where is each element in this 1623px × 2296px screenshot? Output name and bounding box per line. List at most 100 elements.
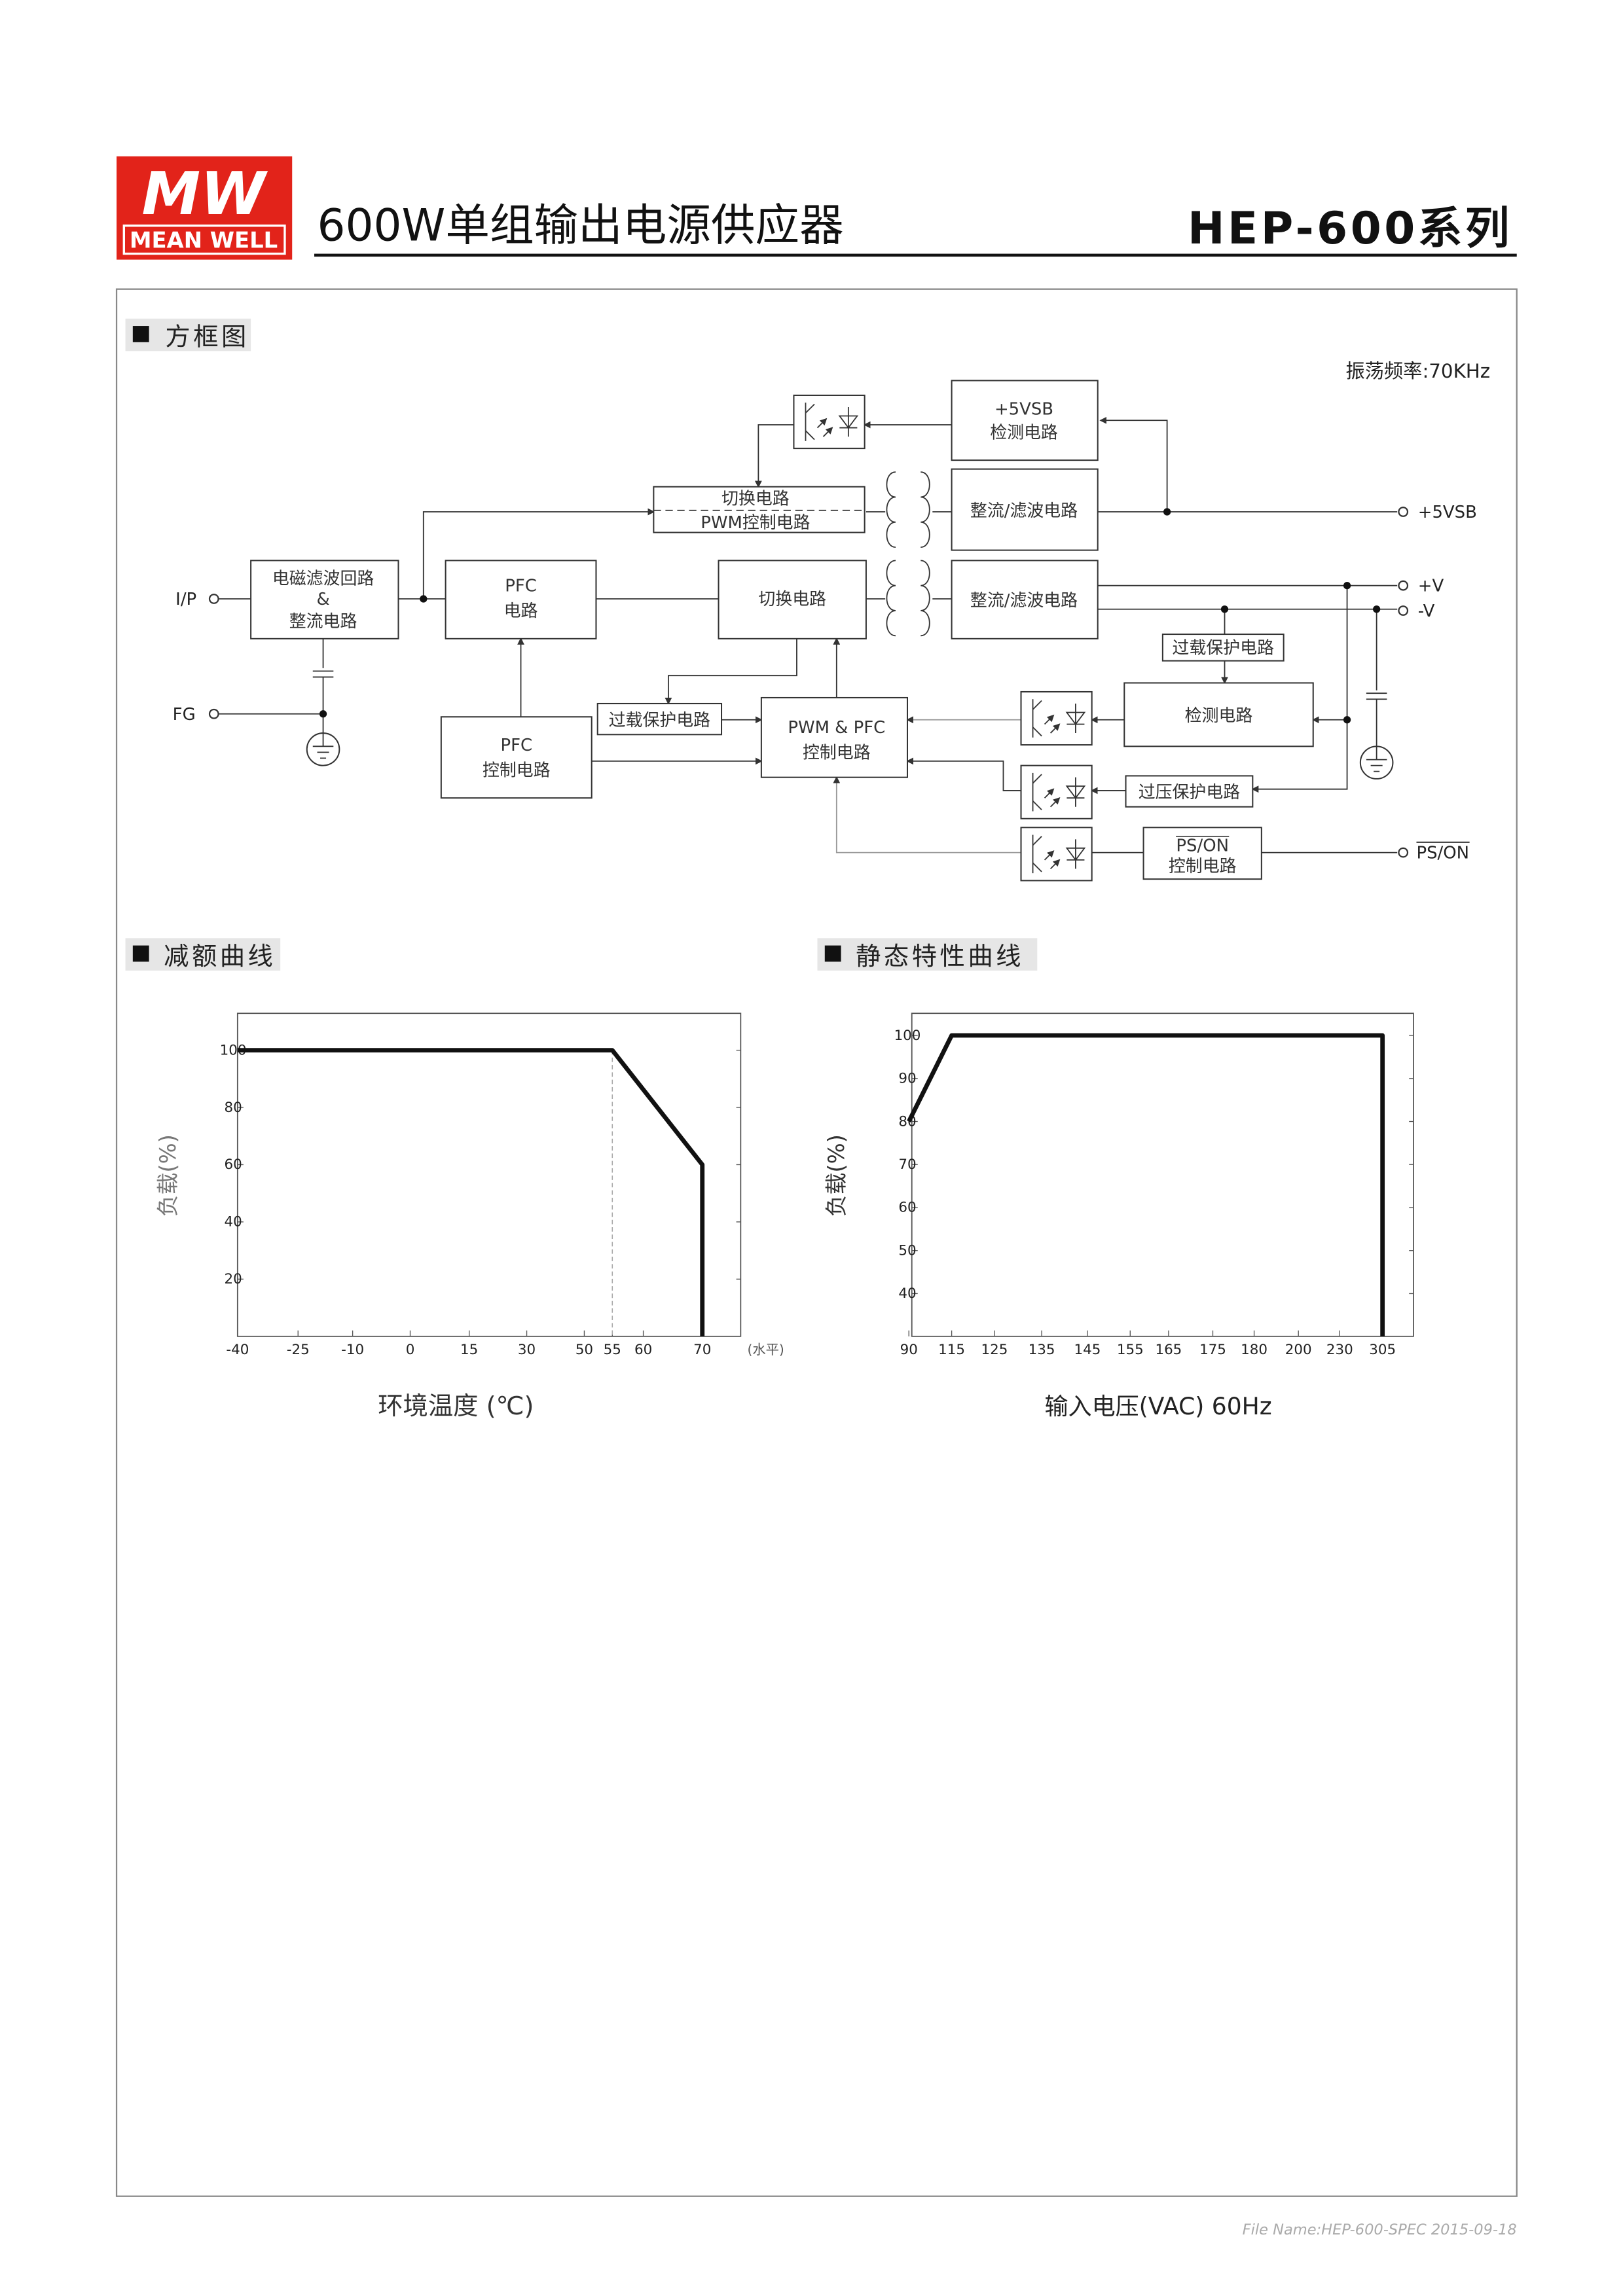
block-switch-pwm-standby: 切换电路 PWM控制电路 — [653, 486, 866, 533]
output-5vsb-label: +5VSB — [1418, 503, 1477, 522]
derating-ylabel: 负载(%) — [155, 1134, 181, 1217]
input-fg-label: FG — [173, 705, 196, 725]
svg-text:控制电路: 控制电路 — [1169, 857, 1237, 876]
block-pson-control: PS/ON 控制电路 — [1142, 827, 1262, 880]
optocoupler-icon — [1021, 692, 1092, 745]
svg-text:过压保护电路: 过压保护电路 — [1139, 783, 1241, 802]
svg-text:PS/ON: PS/ON — [1176, 836, 1229, 855]
x-tick-label: 230 — [1326, 1342, 1353, 1358]
y-tick-label: 100 — [894, 1028, 921, 1044]
block-diagram: I/P FG +5VSB +V -V PS/ON +5VSB 检测电路 切换电路 P… — [173, 380, 1477, 880]
page-title: 600W单组输出电源供应器 — [318, 199, 844, 251]
y-tick-label: 60 — [898, 1200, 916, 1216]
svg-text:切换电路: 切换电路 — [758, 590, 826, 609]
svg-text:PWM & PFC: PWM & PFC — [788, 718, 885, 738]
block-olp-left: 过载保护电路 — [596, 702, 723, 736]
derating-x-unit: (水平) — [747, 1342, 784, 1357]
static-xlabel: 输入电压(VAC) 60Hz — [1044, 1393, 1271, 1420]
block-ovp: 过压保护电路 — [1125, 775, 1254, 808]
x-tick-label: 155 — [1117, 1342, 1144, 1358]
x-tick-label: 50 — [575, 1342, 593, 1358]
x-tick-label: 180 — [1241, 1342, 1267, 1358]
svg-text:过载保护电路: 过载保护电路 — [609, 711, 711, 730]
svg-text:PFC: PFC — [500, 736, 532, 755]
svg-text:整流/滤波电路: 整流/滤波电路 — [970, 501, 1078, 521]
block-olp-right: 过载保护电路 — [1161, 634, 1285, 662]
svg-text:电路: 电路 — [504, 601, 538, 621]
x-tick-label: 60 — [634, 1342, 652, 1358]
svg-text:过载保护电路: 过载保护电路 — [1173, 638, 1275, 658]
content-frame — [115, 288, 1518, 2197]
x-tick-label: -25 — [287, 1342, 310, 1358]
input-ip-label: I/P — [175, 590, 196, 609]
logo-text: MEAN WELL — [130, 228, 278, 253]
svg-text:+5VSB: +5VSB — [994, 399, 1053, 419]
x-tick-label: 305 — [1369, 1342, 1396, 1358]
plot-frame — [911, 1013, 1414, 1337]
series-line-static — [907, 1033, 1385, 1336]
y-tick-label: 90 — [898, 1071, 916, 1087]
x-tick-label: 125 — [981, 1342, 1008, 1358]
y-tick-label: 80 — [224, 1100, 242, 1116]
y-tick-label: 60 — [224, 1157, 242, 1173]
output-pv-label: +V — [1418, 577, 1444, 596]
y-tick-label: 70 — [898, 1157, 916, 1173]
section-title: 方框图 — [165, 322, 249, 351]
svg-text:PFC: PFC — [505, 577, 537, 596]
plot-frame — [236, 1013, 742, 1337]
block-detect: 检测电路 — [1123, 682, 1314, 747]
footer-filename: File Name:HEP-600-SPEC 2015-09-18 — [1243, 2221, 1517, 2238]
svg-text:整流/滤波电路: 整流/滤波电路 — [970, 591, 1078, 611]
y-tick-label: 40 — [224, 1214, 242, 1230]
section-header-derating: 减额曲线 — [125, 938, 281, 971]
optocoupler-icon — [1021, 766, 1092, 819]
x-tick-label: -40 — [226, 1342, 249, 1358]
block-rectifier-standby: 整流/滤波电路 — [951, 468, 1099, 551]
x-tick-label: 135 — [1029, 1342, 1055, 1358]
block-rectifier-main: 整流/滤波电路 — [951, 560, 1099, 639]
series-line-derating — [237, 1048, 705, 1336]
logo-mark: MW — [141, 160, 268, 228]
svg-text:整流电路: 整流电路 — [289, 612, 357, 632]
optocoupler-icon — [793, 395, 864, 448]
x-tick-label: -10 — [341, 1342, 364, 1358]
block-switch-main: 切换电路 — [718, 560, 867, 639]
x-tick-label: 55 — [604, 1342, 621, 1358]
block-pfc: PFC 电路 — [445, 560, 597, 639]
x-tick-label: 15 — [460, 1342, 478, 1358]
svg-text:PWM控制电路: PWM控制电路 — [701, 513, 810, 533]
x-tick-label: 0 — [406, 1342, 415, 1358]
block-pfc-control: PFC 控制电路 — [440, 716, 593, 799]
optocoupler-icon — [1021, 827, 1092, 880]
mean-well-logo: MW MEAN WELL — [117, 156, 293, 260]
x-tick-label: 175 — [1199, 1342, 1226, 1358]
svg-text:切换电路: 切换电路 — [721, 490, 790, 509]
svg-text:控制电路: 控制电路 — [483, 761, 551, 780]
svg-text:&: & — [316, 590, 329, 609]
output-nv-label: -V — [1418, 601, 1435, 621]
section-header-block-diagram: 方框图 — [125, 318, 251, 351]
x-tick-label: 200 — [1285, 1342, 1312, 1358]
static-ylabel: 负载(%) — [824, 1134, 849, 1217]
x-tick-label: 145 — [1074, 1342, 1101, 1358]
svg-text:检测电路: 检测电路 — [990, 423, 1058, 442]
series-name: HEP-600系列 — [1188, 202, 1512, 254]
section-header-static: 静态特性曲线 — [817, 938, 1038, 971]
block-5vsb-detect: +5VSB 检测电路 — [951, 380, 1099, 461]
y-tick-label: 50 — [898, 1242, 916, 1259]
static-chart: 90 115 125 135 145 155 165 175 180 200 230 305 40 50 6… — [894, 1013, 1414, 1358]
x-tick-label: 165 — [1155, 1342, 1182, 1358]
x-tick-label: 30 — [518, 1342, 536, 1358]
svg-text:减额曲线: 减额曲线 — [164, 942, 276, 971]
x-tick-label: 115 — [938, 1342, 965, 1358]
svg-text:电磁滤波回路: 电磁滤波回路 — [272, 569, 374, 588]
y-tick-label: 20 — [224, 1271, 242, 1287]
x-tick-label: 70 — [693, 1342, 711, 1358]
y-tick-label: 40 — [898, 1285, 916, 1302]
svg-text:检测电路: 检测电路 — [1185, 706, 1253, 726]
svg-text:静态特性曲线: 静态特性曲线 — [856, 942, 1024, 971]
x-tick-label: 90 — [900, 1342, 918, 1358]
